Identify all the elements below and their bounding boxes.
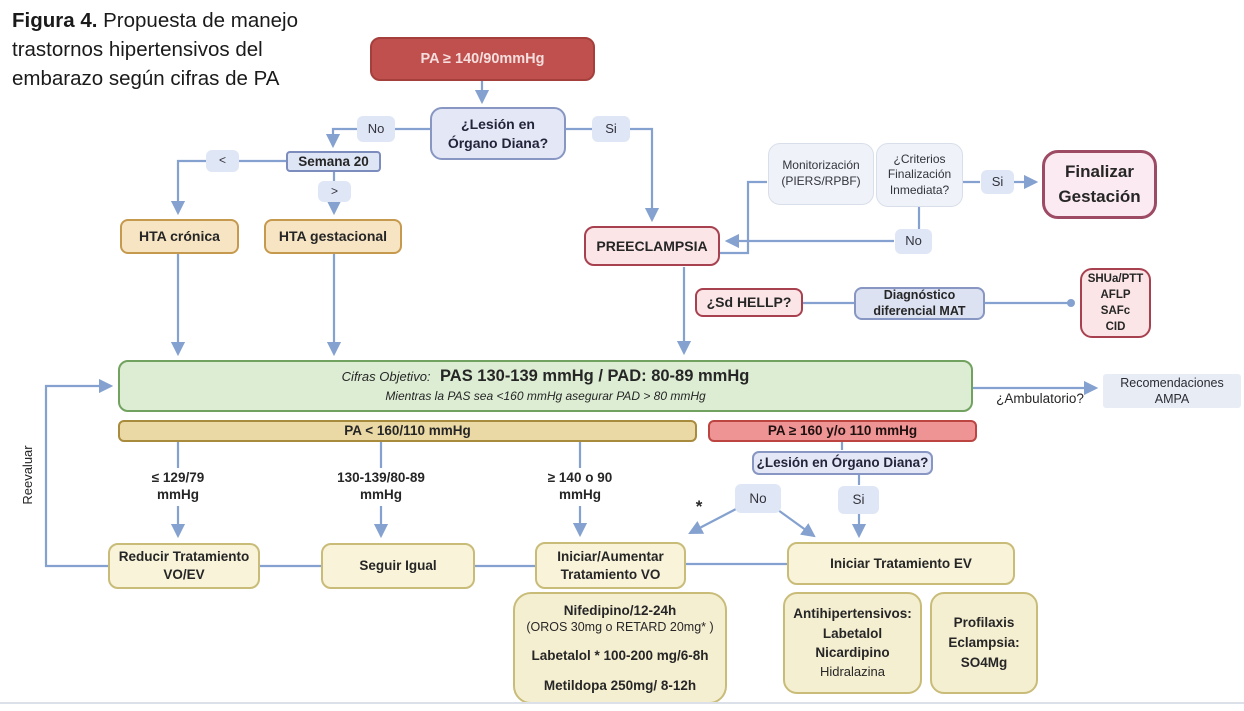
bottom-divider bbox=[0, 702, 1244, 704]
mat-line2: AFLP bbox=[1100, 288, 1131, 301]
node-iniciar-aumentar-vo: Iniciar/Aumentar Tratamiento VO bbox=[535, 542, 686, 589]
node-criterios-finalizacion: ¿Criterios Finalización Inmediata? bbox=[876, 143, 963, 207]
node-hta-cronica: HTA crónica bbox=[120, 219, 239, 254]
mat-line3: SAFc bbox=[1100, 305, 1131, 317]
monitorizacion-line1: Monitorización bbox=[782, 158, 860, 173]
mat-line1: SHUa/PTT bbox=[1087, 272, 1144, 285]
metildopa-line: Metildopa 250mg/ 8-12h bbox=[543, 677, 697, 693]
node-cifras-objetivo: Cifras Objetivo: PAS 130-139 mmHg / PAD:… bbox=[118, 360, 973, 412]
label-range-low: ≤ 129/79 mmHg bbox=[133, 468, 223, 506]
bar-pa-mayor-160-110: PA ≥ 160 y/o 110 mmHg bbox=[708, 420, 977, 442]
objetivo-sub: Mientras la PAS sea <160 mmHg asegurar P… bbox=[385, 389, 706, 404]
label-reevaluar: Reevaluar bbox=[19, 445, 35, 505]
node-pa-trigger: PA ≥ 140/90mmHg bbox=[370, 37, 595, 81]
label-range-high: ≥ 140 o 90 mmHg bbox=[533, 468, 627, 506]
node-seguir-igual: Seguir Igual bbox=[321, 543, 475, 589]
range-high-line1: ≥ 140 o 90 bbox=[547, 470, 613, 485]
finalizar-line1: Finalizar bbox=[1065, 161, 1134, 181]
criterios-line3: Inmediata? bbox=[889, 182, 950, 197]
figure-title: Figura 4. Propuesta de manejo trastornos… bbox=[12, 6, 344, 93]
label-si-1: Si bbox=[592, 116, 630, 142]
node-finalizar-gestacion: Finalizar Gestación bbox=[1042, 150, 1157, 219]
node-recomendaciones-ampa: Recomendaciones AMPA bbox=[1103, 374, 1241, 408]
objetivo-main: PAS 130-139 mmHg / PAD: 80-89 mmHg bbox=[440, 367, 750, 386]
node-semana-20: Semana 20 bbox=[286, 151, 381, 172]
node-medicacion-vo: Nifedipino/12-24h (OROS 30mg o RETARD 20… bbox=[513, 592, 727, 704]
lesion1-line1: ¿Lesión en bbox=[461, 116, 535, 133]
ampa-line2: AMPA bbox=[1154, 392, 1190, 406]
finalizar-line2: Gestación bbox=[1058, 186, 1141, 206]
antihipertensivos-line3: Nicardipino bbox=[815, 645, 890, 661]
lesion1-line2: Órgano Diana? bbox=[447, 134, 549, 151]
label-ambulatorio: ¿Ambulatorio? bbox=[996, 391, 1084, 407]
reducir-line2: VO/EV bbox=[163, 567, 205, 582]
nifedipino-line1: Nifedipino/12-24h bbox=[563, 602, 677, 618]
node-reducir-tratamiento: Reducir Tratamiento VO/EV bbox=[108, 543, 260, 589]
profilaxis-line2: Eclampsia: bbox=[948, 634, 1020, 650]
profilaxis-line1: Profilaxis bbox=[953, 614, 1015, 630]
label-no-2: No bbox=[895, 229, 932, 254]
label-no-1: No bbox=[357, 116, 395, 142]
objetivo-prefix: Cifras Objetivo: bbox=[341, 369, 431, 385]
node-sd-hellp: ¿Sd HELLP? bbox=[695, 288, 803, 317]
label-no-3: No bbox=[735, 484, 781, 513]
monitorizacion-line2: (PIERS/RPBF) bbox=[781, 174, 861, 188]
iniciar-vo-line2: Tratamiento VO bbox=[560, 566, 661, 582]
antihipertensivos-line2: Labetalol bbox=[822, 625, 883, 641]
node-lesion-organo-diana-1: ¿Lesión en Órgano Diana? bbox=[430, 107, 566, 160]
criterios-line2: Finalización bbox=[887, 167, 952, 182]
iniciar-vo-line1: Iniciar/Aumentar bbox=[557, 548, 664, 564]
range-mid-line1: 130-139/80-89 bbox=[337, 470, 425, 485]
label-si-3: Si bbox=[838, 486, 879, 514]
range-mid-line2: mmHg bbox=[359, 486, 402, 502]
nifedipino-line2: (OROS 30mg o RETARD 20mg* ) bbox=[526, 620, 714, 635]
node-hta-gestacional: HTA gestacional bbox=[264, 219, 402, 254]
figure-title-text: Propuesta de manejo trastornos hipertens… bbox=[12, 9, 299, 91]
figure-title-label: Figura 4. bbox=[12, 9, 98, 32]
label-menor: < bbox=[206, 150, 239, 172]
diagnostico-line1: Diagnóstico bbox=[883, 287, 956, 302]
node-iniciar-tratamiento-ev: Iniciar Tratamiento EV bbox=[787, 542, 1015, 585]
label-si-2: Si bbox=[981, 170, 1014, 194]
range-low-line1: ≤ 129/79 bbox=[151, 470, 205, 485]
labetalol-line: Labetalol * 100-200 mg/6-8h bbox=[531, 648, 709, 664]
mat-line4: CID bbox=[1105, 321, 1126, 334]
connector-dot bbox=[1067, 299, 1075, 307]
bar-pa-menor-160-110: PA < 160/110 mmHg bbox=[118, 420, 697, 442]
reducir-line1: Reducir Tratamiento bbox=[118, 549, 250, 565]
label-asterisk: * bbox=[695, 496, 703, 516]
node-lesion-organo-diana-2: ¿Lesión en Órgano Diana? bbox=[752, 451, 933, 475]
antihipertensivos-line1: Antihipertensivos: bbox=[793, 606, 912, 622]
node-diagnostico-mat: Diagnóstico diferencial MAT bbox=[854, 287, 985, 320]
diagnostico-line2: diferencial MAT bbox=[873, 303, 966, 318]
profilaxis-line3: SO4Mg bbox=[960, 655, 1008, 671]
node-preeclampsia: PREECLAMPSIA bbox=[584, 226, 720, 266]
range-low-line2: mmHg bbox=[156, 486, 199, 502]
antihipertensivos-line4: Hidralazina bbox=[819, 663, 886, 679]
node-mat-list: SHUa/PTT AFLP SAFc CID bbox=[1080, 268, 1151, 338]
range-high-line2: mmHg bbox=[558, 486, 601, 502]
label-mayor: > bbox=[318, 181, 351, 202]
label-range-mid: 130-139/80-89 mmHg bbox=[324, 468, 438, 506]
ampa-line1: Recomendaciones bbox=[1120, 375, 1224, 390]
node-profilaxis-eclampsia: Profilaxis Eclampsia: SO4Mg bbox=[930, 592, 1038, 694]
criterios-line1: ¿Criterios bbox=[893, 151, 946, 166]
node-monitorizacion: Monitorización (PIERS/RPBF) bbox=[768, 143, 874, 205]
node-antihipertensivos-ev: Antihipertensivos: Labetalol Nicardipino… bbox=[783, 592, 922, 694]
